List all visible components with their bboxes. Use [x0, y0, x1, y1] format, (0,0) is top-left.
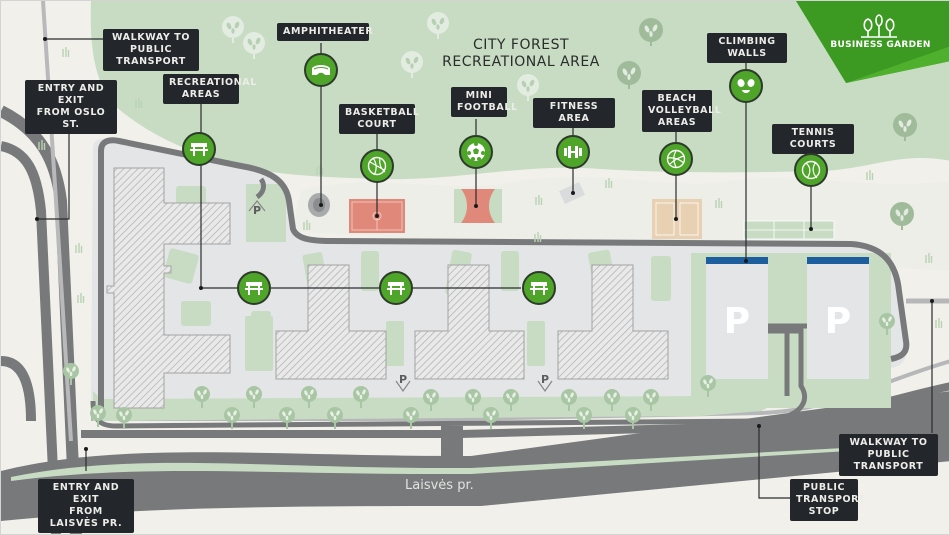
climbing-hold-icon: [737, 79, 755, 93]
label-walkway-bottom: WALKWAY TO PUBLIC TRANSPORT: [839, 434, 938, 476]
basketball-icon: [367, 156, 387, 176]
label-tennis-courts: TENNIS COURTS: [772, 124, 854, 154]
label-basketball: BASKETBALL COURT: [339, 104, 419, 134]
climbing-walls-pin[interactable]: [729, 69, 763, 103]
parking-building-1: [706, 257, 768, 379]
label-recreational-areas: RECREATIONAL AREAS: [163, 74, 256, 104]
parking-symbol-1: P: [724, 301, 750, 342]
area-title: CITY FOREST RECREATIONAL AREA: [421, 37, 621, 71]
football-pin[interactable]: [459, 135, 493, 169]
tennis-ball-icon: [801, 160, 821, 180]
dumbbell-icon: [564, 146, 582, 158]
fitness-pin[interactable]: [556, 135, 590, 169]
label-climbing-walls: CLIMBING WALLS: [707, 33, 787, 63]
building-1: [106, 167, 231, 409]
building-3: [414, 264, 525, 380]
parking-symbol-2: P: [825, 301, 851, 342]
volleyball-icon: [666, 149, 686, 169]
label-mini-football: MINI FOOTBALL: [451, 87, 517, 117]
title-line-1: CITY FOREST: [472, 37, 570, 53]
label-entry-oslo: ENTRY AND EXIT FROM OSLO ST.: [25, 80, 117, 134]
brand-name: BUSINESS GARDEN: [830, 40, 931, 50]
svg-text:P: P: [253, 204, 261, 217]
parking-marker-3: P: [537, 373, 553, 393]
tennis-pin[interactable]: [794, 153, 828, 187]
label-amphitheater: AMPHITHEATER: [277, 23, 373, 41]
building-4: [557, 264, 669, 380]
parking-building-2: [807, 257, 869, 379]
football-icon: [467, 142, 485, 161]
label-fitness: FITNESS AREA: [533, 98, 615, 128]
label-transport-stop: PUBLIC TRANSPORT STOP: [790, 479, 865, 521]
label-walkway-top: WALKWAY TO PUBLIC TRANSPORT: [103, 29, 199, 71]
amphitheater-pin[interactable]: [304, 53, 338, 87]
parking-marker-2: P: [395, 373, 411, 393]
bench-icon: [530, 282, 548, 295]
tennis-courts: [743, 220, 835, 240]
svg-text:P: P: [541, 373, 549, 386]
building-2: [275, 264, 387, 380]
bench-pin-4[interactable]: [522, 271, 556, 305]
svg-text:P: P: [399, 373, 407, 386]
title-line-2: RECREATIONAL AREA: [442, 54, 600, 70]
bench-pin-1[interactable]: [182, 132, 216, 166]
bench-icon: [387, 282, 405, 295]
bench-icon: [190, 143, 208, 156]
parking-marker-1: P: [248, 200, 266, 217]
bench-pin-3[interactable]: [379, 271, 413, 305]
bench-pin-2[interactable]: [237, 271, 271, 305]
trees-logo-icon: [861, 14, 897, 38]
volleyball-pin[interactable]: [659, 142, 693, 176]
label-beach-volleyball: BEACH VOLLEYBALL AREAS: [642, 90, 721, 132]
road-name-label: Laisvės pr.: [405, 478, 474, 493]
label-entry-laisves: ENTRY AND EXIT FROM LAISVĖS PR.: [38, 479, 134, 533]
bench-icon: [245, 282, 263, 295]
basketball-pin[interactable]: [360, 149, 394, 183]
amphitheater-icon: [312, 65, 330, 75]
